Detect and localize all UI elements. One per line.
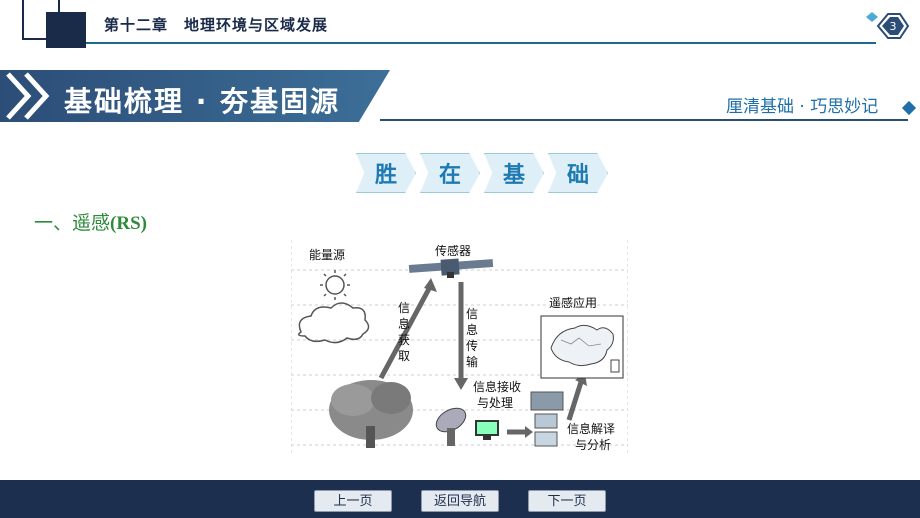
content-heading: 一、遥感(RS) xyxy=(34,208,147,235)
arrow-acquire xyxy=(378,283,434,380)
sun-icon xyxy=(320,270,350,300)
remote-sensing-diagram: 能量源 传感器 信息获取 信息传输 信息接收 与处理 遥感应用 信息解译 与分析 xyxy=(291,240,628,455)
arrow-to-application xyxy=(566,381,584,421)
cloud-icon xyxy=(298,302,370,344)
interpret-label-1: 信息解译 xyxy=(567,422,616,436)
heading-text: 一、遥感 xyxy=(34,212,111,234)
info-transmit-label: 信息传输 xyxy=(465,307,478,369)
info-acquire-label: 信息获取 xyxy=(397,301,410,363)
prev-page-button[interactable]: 上一页 xyxy=(314,490,392,512)
satellite-icon xyxy=(408,258,494,278)
satellite-dish-icon xyxy=(435,407,467,446)
tree-icon xyxy=(329,380,413,448)
energy-source-label: 能量源 xyxy=(309,248,346,262)
section-banner-title: 基础梳理 · 夯基固源 xyxy=(64,85,341,118)
banner-rule xyxy=(380,119,908,121)
section-tile: 胜 xyxy=(356,153,416,193)
heading-abbrev: (RS) xyxy=(110,213,147,234)
info-receive-label-1: 信息接收 xyxy=(473,380,522,394)
section-tile: 在 xyxy=(420,153,480,193)
chapter-title: 第十二章 地理环境与区域发展 xyxy=(104,16,329,34)
page-number: 3 xyxy=(890,20,897,33)
section-banner-subtitle: 厘清基础 · 巧思妙记 xyxy=(726,97,879,117)
sensor-label: 传感器 xyxy=(435,244,472,258)
chevron-double-icon xyxy=(6,72,50,120)
imagery-thumbnails xyxy=(530,391,564,447)
computer-icon xyxy=(475,420,499,440)
section-banner xyxy=(0,70,390,122)
diamond-icon xyxy=(901,100,917,116)
info-receive-label-2: 与处理 xyxy=(477,396,514,410)
header-rule xyxy=(86,42,876,44)
interpret-label-2: 与分析 xyxy=(575,438,612,452)
badge-decor-icon xyxy=(866,12,878,22)
section-tiles: 胜 在 基 础 xyxy=(356,153,608,193)
section-tile: 础 xyxy=(548,153,608,193)
section-tile: 基 xyxy=(484,153,544,193)
page-number-badge: 3 xyxy=(864,8,912,44)
next-page-button[interactable]: 下一页 xyxy=(528,490,606,512)
back-to-nav-button[interactable]: 返回导航 xyxy=(421,490,499,512)
application-label: 遥感应用 xyxy=(549,296,598,310)
header-filled-square xyxy=(46,12,86,48)
china-map-icon xyxy=(540,315,624,379)
